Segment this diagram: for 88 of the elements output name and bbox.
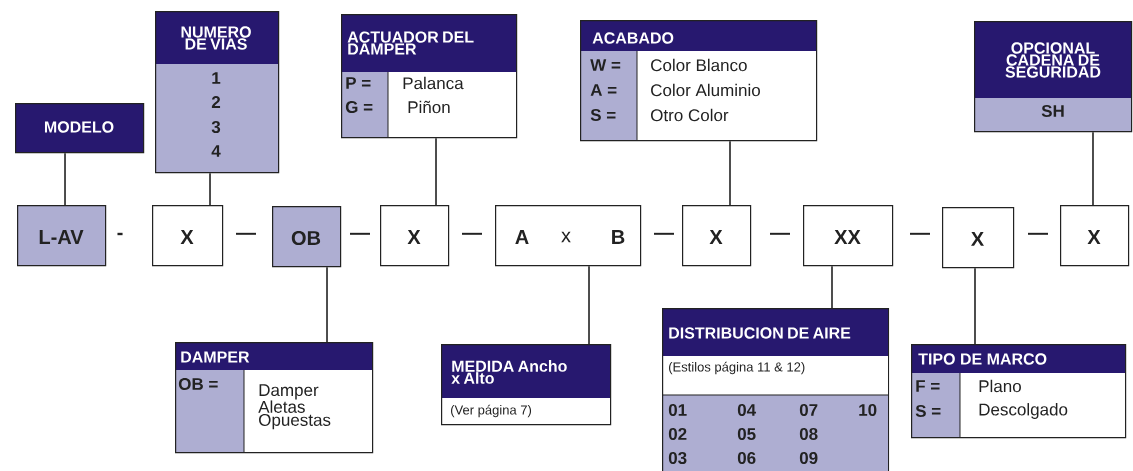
code-box bbox=[272, 206, 342, 268]
option-number: 08 bbox=[799, 427, 818, 440]
option-text: Plano bbox=[979, 379, 1021, 393]
option-code: S = bbox=[915, 404, 941, 417]
header-text: OPCIONAL CADENA DE SEGURIDAD bbox=[1005, 42, 1101, 78]
option-number: 1 bbox=[212, 72, 221, 84]
option-number: 06 bbox=[737, 451, 756, 464]
header-text: NUMERO DE VIAS bbox=[181, 26, 251, 50]
code-box bbox=[17, 205, 107, 267]
separator-dash: — bbox=[350, 232, 370, 235]
option-text: Damper Aletas Opuestas bbox=[258, 384, 331, 430]
option-text: Color Aluminio bbox=[651, 83, 760, 97]
option-number: 10 bbox=[859, 403, 877, 416]
option-code: SH bbox=[1041, 105, 1064, 117]
option-number: 09 bbox=[799, 451, 818, 464]
code-box bbox=[803, 205, 894, 267]
option-code: P = bbox=[346, 77, 371, 89]
code-letter: OB bbox=[291, 230, 321, 246]
callout-box bbox=[341, 14, 518, 139]
header-text: MEDIDA Ancho x Alto bbox=[451, 360, 567, 384]
separator-dash: — bbox=[770, 232, 790, 235]
separator-dash: — bbox=[462, 232, 482, 235]
callout-box bbox=[911, 344, 1127, 439]
code-letter: x bbox=[561, 231, 571, 243]
code-letter: X bbox=[407, 230, 421, 244]
callout-box bbox=[175, 342, 374, 454]
option-code: W = bbox=[590, 59, 621, 71]
option-number: 05 bbox=[737, 427, 756, 440]
connector-line bbox=[326, 266, 328, 343]
callout-box bbox=[580, 20, 818, 142]
connector-line bbox=[831, 265, 833, 309]
code-letter: X bbox=[180, 230, 194, 244]
callout-box bbox=[661, 308, 890, 471]
header-text: ACTUADOR DEL DAMPER bbox=[347, 31, 474, 55]
code-box bbox=[682, 205, 752, 267]
connector-line bbox=[588, 265, 590, 345]
option-code: F = bbox=[916, 380, 940, 392]
code-box bbox=[380, 205, 450, 267]
connector-line bbox=[729, 140, 731, 206]
callout-box bbox=[15, 103, 145, 154]
option-code: S = bbox=[590, 109, 616, 121]
separator-dash: — bbox=[236, 232, 256, 235]
option-number: 4 bbox=[211, 145, 221, 157]
code-letter: X bbox=[971, 232, 984, 246]
option-number: 02 bbox=[668, 427, 687, 440]
header-text: DISTRIBUCION DE AIRE bbox=[669, 327, 851, 339]
option-number: 01 bbox=[668, 403, 687, 416]
code-letter: X bbox=[709, 230, 723, 244]
header-text: MODELO bbox=[44, 121, 114, 133]
connector-line bbox=[974, 267, 976, 345]
separator-dash: - bbox=[117, 232, 123, 236]
callout-box bbox=[974, 21, 1133, 133]
code-letter: X bbox=[1087, 230, 1101, 244]
separator-dash: — bbox=[1028, 232, 1048, 235]
option-number: 3 bbox=[211, 120, 221, 134]
option-code: OB = bbox=[178, 377, 218, 390]
header-text: TIPO DE MARCO bbox=[918, 353, 1047, 365]
option-text: Descolgado bbox=[979, 403, 1068, 419]
option-number: 2 bbox=[211, 96, 221, 108]
code-letter: B bbox=[612, 230, 625, 244]
option-text: Color Blanco bbox=[651, 58, 747, 72]
separator-dash: — bbox=[654, 232, 674, 235]
header-text: ACABADO bbox=[592, 32, 674, 44]
callout-box bbox=[155, 11, 280, 174]
code-box bbox=[1060, 205, 1130, 267]
header-text: DAMPER bbox=[181, 351, 250, 363]
connector-line bbox=[1092, 131, 1094, 206]
connector-line bbox=[435, 137, 437, 206]
option-number: 07 bbox=[799, 403, 818, 416]
code-letter: A bbox=[515, 230, 529, 244]
code-box bbox=[152, 205, 224, 267]
note-text: (Ver página 7) bbox=[451, 404, 532, 418]
connector-line bbox=[209, 172, 211, 206]
option-code: A = bbox=[590, 84, 617, 96]
connector-line bbox=[64, 152, 66, 206]
option-text: Piñon bbox=[408, 100, 450, 114]
option-number: 03 bbox=[668, 451, 687, 464]
note-text: (Estilos página 11 & 12) bbox=[669, 361, 805, 375]
code-letter: XX bbox=[834, 230, 861, 244]
callout-box bbox=[441, 344, 612, 426]
option-text: Palanca bbox=[403, 76, 464, 90]
code-box bbox=[495, 205, 642, 267]
separator-dash: — bbox=[910, 232, 930, 235]
code-box bbox=[942, 207, 1015, 269]
option-code: G = bbox=[345, 101, 373, 113]
option-text: Otro Color bbox=[651, 108, 729, 122]
code-letter: L-AV bbox=[39, 230, 84, 244]
option-number: 04 bbox=[737, 403, 756, 416]
